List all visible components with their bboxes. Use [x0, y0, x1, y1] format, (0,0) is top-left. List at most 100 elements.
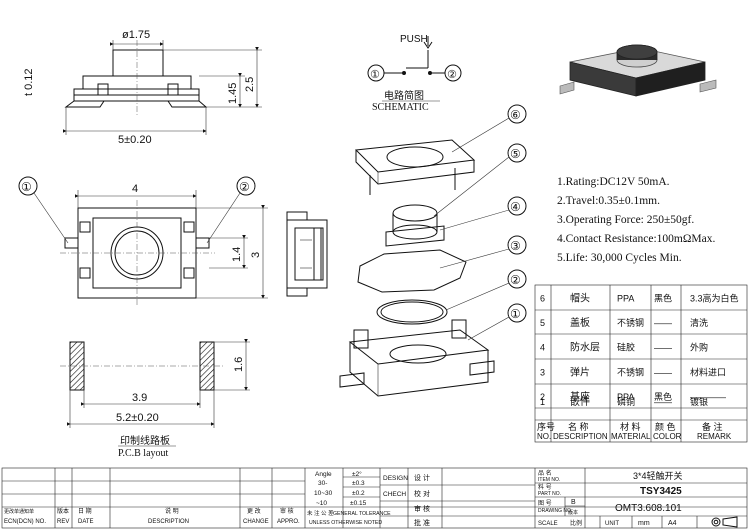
revision-block: 更改单通知单 ECN(DCN) NO. 版本 REV 日 期 DATE 说 明 … [4, 507, 300, 525]
item-label-cn: 品 名 [538, 469, 552, 477]
bom-cell-desc: 盖板 [570, 316, 590, 329]
bom-h-remark-en: REMARK [697, 432, 732, 441]
version-value: B [571, 499, 576, 506]
part-label-en: PART NO. [538, 491, 561, 497]
bom-cell-mat: 硅胶 [617, 342, 635, 353]
bom-cell-color: —— [654, 397, 672, 407]
bom-cell-remark: 3.3高为白色 [690, 293, 739, 304]
plan-callout-1: ① [21, 180, 32, 194]
tol-val-3: ±0.15 [350, 500, 367, 507]
bom-cell-desc: 嵌件 [570, 396, 590, 408]
bom-h-no-en: NO. [537, 432, 551, 441]
pcb-layout: 1.6 3.9 5.2±0.20 印制线路板 P.C.B layout [60, 339, 250, 459]
tol-range-1: 30- [318, 480, 327, 487]
scale-label: SCALE [538, 521, 558, 527]
bom-h-desc-en: DESCRIPTION [553, 432, 608, 441]
role-approve-cn: 批 准 [414, 518, 430, 527]
tol-val-2: ±0.2 [352, 490, 365, 497]
spec-life: 5.Life: 30,000 Cycles Min. [557, 252, 682, 264]
bom-cell-color: 黑色 [654, 293, 672, 304]
unit-value: mm [638, 520, 650, 527]
dim-width: 5±0.20 [118, 134, 152, 146]
pcb-dim-pad: 1.6 [233, 357, 245, 372]
item-value: 3*4轻触开关 [633, 470, 683, 481]
bom-cell-color: 黑色 [654, 391, 672, 402]
spec-resistance: 4.Contact Resistance:100mΩMax. [557, 233, 715, 245]
bom-h-mat-cn: 材 料 [620, 421, 641, 432]
pcb-title-cn: 印制线路板 [120, 434, 170, 447]
bom-table [534, 284, 748, 443]
unit-label: UNIT [605, 521, 619, 527]
plan-view: ① ② 4 1.4 3 [18, 176, 268, 305]
rev-desc-en: DESCRIPTION [148, 519, 189, 525]
bom-h-no-cn: 序号 [537, 421, 555, 432]
pcb-title-en: P.C.B layout [118, 448, 169, 459]
side-view: ø1.75 t 0.12 1.45 2.5 5±0.20 [23, 29, 262, 146]
rev-change-en: CHANGE [243, 519, 269, 525]
bom-cell-mat: 磷铜 [617, 396, 635, 407]
rev-ver-en: REV [57, 519, 69, 525]
pcb-dim-gap: 3.9 [132, 392, 147, 404]
bom-h-color-cn: 颜 色 [655, 421, 676, 432]
bom-cell-color: —— [654, 368, 672, 378]
spec-force: 3.Operating Force: 250±50gf. [557, 214, 694, 226]
role-review-cn: 审 核 [414, 504, 430, 513]
bom-cell-no: 6 [540, 294, 545, 304]
role-check-cn: 校 对 [414, 489, 430, 498]
tol-angle-val: ±2° [352, 470, 362, 478]
rev-appro-en: APPRO. [277, 519, 300, 525]
tol-val-1: ±0.3 [352, 480, 365, 487]
spec-travel: 2.Travel:0.35±0.1mm. [557, 195, 660, 207]
exploded-view: ⑥ ⑤ ④ ③ ② ① [339, 104, 527, 397]
rev-change-cn: 更 改 [247, 507, 261, 515]
callout-2: ② [510, 273, 521, 287]
schematic-title-cn: 电路简图 [384, 89, 424, 102]
bom-header: 序号 NO. 名 称 DESCRIPTION 材 料 MATERIAL 颜 色 … [537, 421, 732, 441]
spec-rating: 1.Rating:DC12V 50mA. [557, 176, 670, 188]
version-label: 版本 [568, 509, 578, 516]
callout-6: ⑥ [510, 108, 521, 122]
dim-height-b: 2.5 [244, 77, 256, 92]
rev-date-en: DATE [78, 519, 94, 525]
role-check-en: CHECH [383, 491, 406, 498]
push-label: PUSH [400, 34, 428, 45]
bom-cell-remark: 清洗 [690, 317, 708, 328]
bom-cell-remark: 材料进口 [690, 367, 726, 378]
role-design-en: DESIGN [383, 475, 408, 482]
product-render [559, 44, 717, 97]
bom-cell-no: 1 [540, 397, 545, 407]
callout-4: ④ [510, 200, 521, 214]
callout-3: ③ [510, 239, 521, 253]
bom-cell-remark: 镀银 [690, 396, 708, 407]
drawing-label-en: DRAWING NO. [538, 508, 572, 514]
projection-symbol-icon [711, 516, 738, 528]
schematic-terminal-1: ① [370, 69, 380, 81]
rev-desc-cn: 说 明 [165, 507, 179, 515]
drawing-label-cn: 图 号 [538, 500, 552, 507]
plan-callout-2: ② [239, 180, 250, 194]
schematic: PUSH ① ② 电路简图 SCHEMATIC [367, 34, 462, 113]
exploded-callouts: ⑥ ⑤ ④ ③ ② ① [507, 104, 527, 323]
bom-h-mat-en: MATERIAL [611, 432, 651, 441]
part-value: TSY3425 [640, 486, 682, 497]
schematic-title-en: SCHEMATIC [372, 102, 429, 113]
schematic-terminal-2: ② [447, 69, 457, 81]
side-profile [286, 211, 328, 297]
bom-cell-remark: 外购 [690, 342, 708, 353]
bom-h-color-en: COLOR [653, 432, 682, 441]
callout-5: ⑤ [510, 147, 521, 161]
bom-cell-mat: PPA [617, 294, 634, 304]
tol-general-en: GENERAL TOLERANCE [333, 511, 391, 517]
bom-h-desc-cn: 名 称 [568, 421, 589, 432]
size-value: A4 [668, 520, 677, 527]
approval-roles: DESIGN 设 计 CHECH 校 对 审 核 批 准 [383, 473, 430, 527]
tol-range-3: ~10 [316, 500, 327, 507]
bom-cell-desc: 防水层 [570, 341, 600, 354]
title-block-grid [1, 467, 748, 529]
bom-cell-mat: 不锈钢 [617, 367, 644, 378]
dim-height-a: 1.45 [227, 83, 239, 104]
role-design-cn: 设 计 [414, 473, 430, 482]
bom-cell-no: 3 [540, 368, 545, 378]
bom-cell-mat: 不锈钢 [617, 317, 644, 328]
